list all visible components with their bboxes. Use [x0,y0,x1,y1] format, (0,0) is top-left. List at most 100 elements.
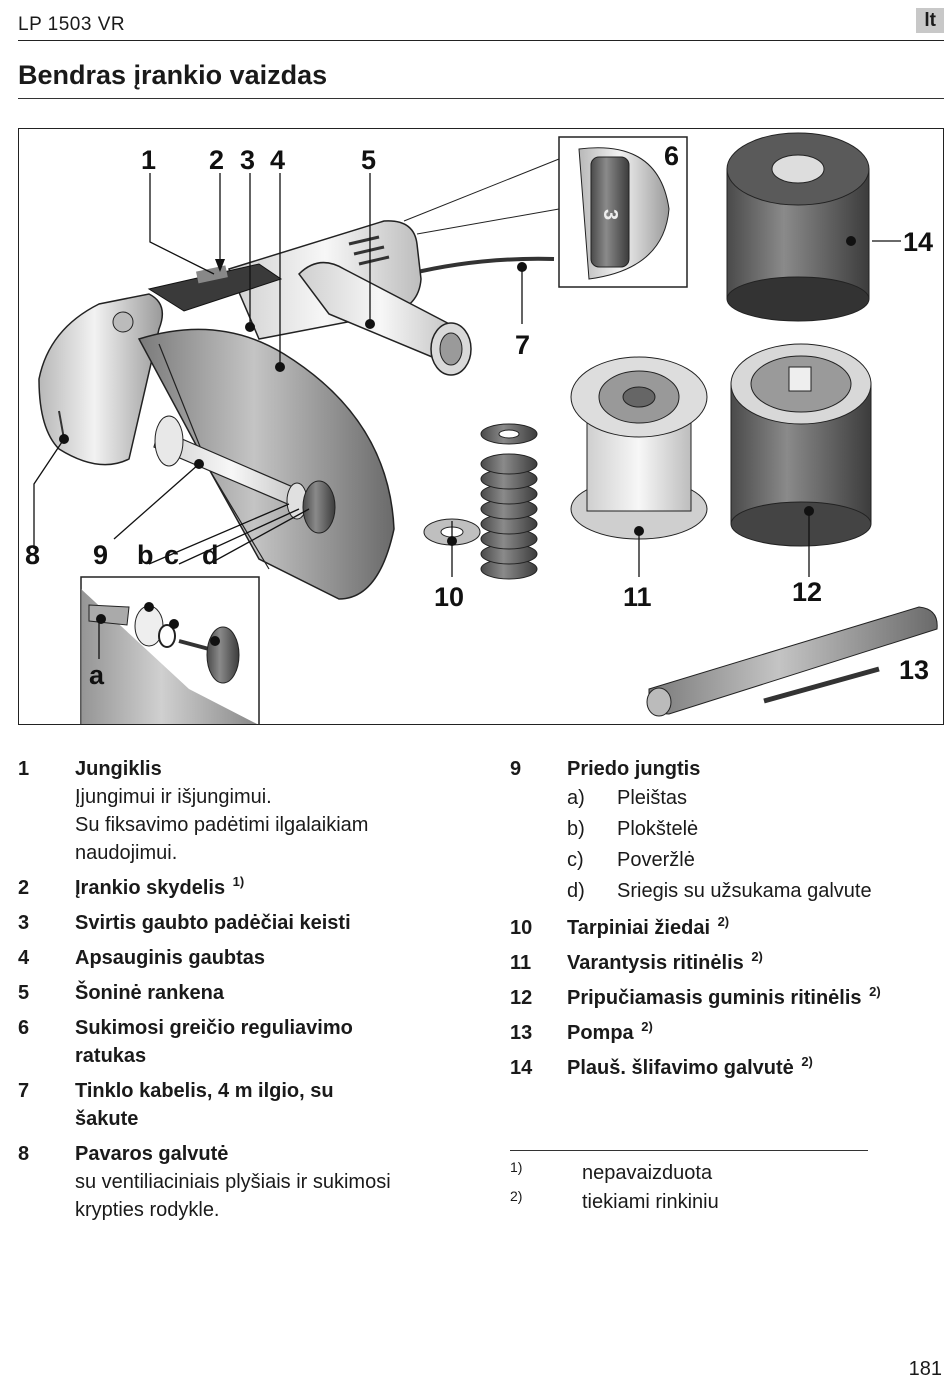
item-number: 12 [510,987,533,1009]
legend-right-column: 9 Priedo jungtis a)Pleištas b)Plokštelė … [510,755,940,1089]
item-number: 11 [510,952,532,974]
sub-item-letter: a) [567,787,585,809]
footnote-ref: 1) [232,874,245,889]
model-name: LP 1503 VR [18,14,126,35]
legend-item: 5 Šoninė rankena [18,979,458,1007]
callout-8: 8 [25,540,40,570]
item-number: 14 [510,1057,533,1079]
legend-item: 11 Varantysis ritinėlis 2) [510,949,940,977]
legend-item: 13 Pompa 2) [510,1019,940,1047]
legend-left-column: 1 Jungiklis Įjungimui ir išjungimui. Su … [18,755,458,1231]
inflatable-rubber-roller [730,343,872,547]
legend-item: 10 Tarpiniai žiedai 2) [510,914,940,942]
footnote-mark: 2) [510,1188,523,1204]
item-number: 2 [18,877,30,899]
sub-item-text: Sriegis su užsukama galvute [617,880,872,902]
sub-item-text: Pleištas [617,787,688,809]
callout-13: 13 [899,655,929,685]
footnote-text: nepavaizduota [582,1162,713,1184]
callout-5: 5 [361,145,376,175]
footnote-ref: 2) [717,914,730,929]
sub-item: b) Plokštelė [567,814,940,845]
legend-item: 7 Tinklo kabelis, 4 m ilgio, su šakute [18,1077,458,1133]
page-header: LP 1503 VR lt [18,8,944,41]
legend-item: 4 Apsauginis gaubtas [18,944,458,972]
sub-item: c) Poveržlė [567,845,940,876]
legend-item: 8 Pavaros galvutė su ventiliaciniais ply… [18,1140,458,1224]
item-number: 8 [18,1143,30,1165]
item-label: Apsauginis gaubtas [75,947,266,969]
footnote-text: tiekiami rinkiniu [582,1191,719,1213]
callout-1: 1 [141,145,156,175]
item-label: Varantysis ritinėlis [567,952,744,974]
page-number: 181 [908,1358,942,1380]
item-label: Priedo jungtis [567,758,701,780]
callout-b: b [137,540,154,570]
leader-lines [33,173,901,659]
sub-item-letter: b) [567,818,585,840]
sub-item-letter: d) [567,880,585,902]
page-title: Bendras įrankio vaizdas [18,60,328,90]
item-description: Įjungimui ir išjungimui. [75,786,272,808]
item-label: Jungiklis [75,758,162,780]
callout-a: a [89,660,105,690]
item-number: 9 [510,758,522,780]
callout-4: 4 [270,145,285,175]
footnote-mark: 1) [510,1159,523,1175]
title-divider [18,98,944,99]
callout-c: c [164,540,179,570]
item-number: 10 [510,917,533,939]
footnote-ref: 2) [751,949,763,964]
pump [646,606,938,717]
item-number: 5 [18,982,30,1004]
drive-head [38,293,164,466]
sub-item-text: Plokštelė [617,818,699,840]
item-label: Pompa [567,1022,634,1044]
callout-11: 11 [623,582,652,612]
sub-item-text: Poveržlė [617,849,695,871]
item-label: Svirtis gaubto padėčiai keisti [75,912,351,934]
item-number: 4 [18,947,30,969]
callout-3: 3 [240,145,255,175]
callout-12: 12 [792,577,822,607]
item-label: Sukimosi greičio reguliavimo ratukas [75,1017,353,1067]
language-badge: lt [916,8,944,33]
callout-9: 9 [93,540,108,570]
power-cable [408,256,555,276]
footnote-ref: 2) [641,1019,653,1034]
dial-digit: 3 [599,209,621,220]
item-number: 13 [510,1022,533,1044]
drive-roller [570,356,708,540]
sub-item-letter: c) [567,849,584,871]
legend-item: 6 Sukimosi greičio reguliavimo ratukas [18,1014,458,1070]
item-number: 6 [18,1017,30,1039]
callout-6: 6 [664,141,679,171]
protective-guard [137,328,395,600]
legend-item: 12 Pripučiamasis guminis ritinėlis 2) [510,984,940,1012]
legend-item: 1 Jungiklis Įjungimui ir išjungimui. Su … [18,755,458,867]
tool-overview-figure: 3 [18,128,944,725]
spacer-rings [423,423,538,580]
callout-10: 10 [434,582,464,612]
footnote-ref: 2) [869,984,881,999]
callout-7: 7 [515,330,530,360]
item-number: 1 [18,758,30,780]
item-number: 7 [18,1080,30,1102]
item-label: Įrankio skydelis [75,877,226,899]
legend-item: 14 Plauš. šlifavimo galvutė 2) [510,1054,940,1082]
legend-item: 3 Svirtis gaubto padėčiai keisti [18,909,458,937]
legend-item: 9 Priedo jungtis a)Pleištas b)Plokštelė … [510,755,940,907]
item-label: Plauš. šlifavimo galvutė [567,1057,794,1079]
flap-grinding-head [726,132,870,322]
legend-item: 2 Įrankio skydelis 1) [18,874,458,902]
item-description: Su fiksavimo padėtimi ilgalaikiam naudoj… [75,814,369,864]
callout-14: 14 [903,227,933,257]
item-number: 3 [18,912,30,934]
item-description: su ventiliaciniais plyšiais ir sukimosi … [75,1171,391,1221]
footnote-ref: 2) [801,1054,813,1069]
sub-item: a) Pleištas [567,783,940,814]
callout-2: 2 [209,145,224,175]
callout-d: d [202,540,219,570]
item-label: Pavaros galvutė [75,1143,229,1165]
item-label: Tarpiniai žiedai [567,917,710,939]
